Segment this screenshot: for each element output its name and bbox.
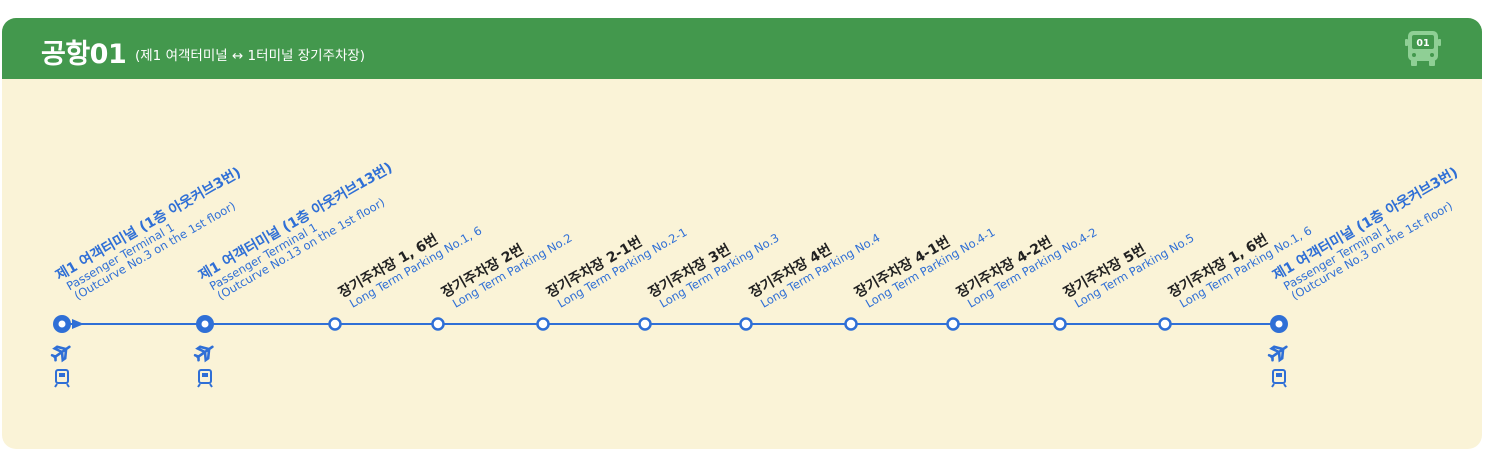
major-stop-center [201,320,209,328]
train-legs [54,383,70,388]
train-icon [1271,369,1287,388]
train-body [198,369,212,384]
train-icon [197,369,213,388]
route-card: 공항01 (제1 여객터미널 ↔ 1터미널 장기주차장) 01 [2,18,1482,449]
airplane-icon [50,345,71,363]
route-description: (제1 여객터미널 ↔ 1터미널 장기주차장) [135,48,366,64]
train-icon [54,369,70,388]
stop-marker[interactable] [638,317,652,331]
airplane-icon [193,345,214,363]
train-body [1272,369,1286,384]
major-stop-center [1275,320,1283,328]
stop-marker[interactable] [1053,317,1067,331]
stop-marker[interactable] [844,317,858,331]
airplane-shape [50,345,71,363]
bus-icon: 01 [1405,31,1441,66]
train-window [59,373,65,377]
train-legs [1271,383,1287,388]
route-header: 공항01 (제1 여객터미널 ↔ 1터미널 장기주차장) 01 [2,18,1482,79]
bus-badge-label: 01 [1416,38,1429,49]
stop-marker[interactable] [328,317,342,331]
stop-marker[interactable] [431,317,445,331]
train-window [1276,373,1282,377]
train-legs [197,383,213,388]
direction-arrow-icon [72,319,84,329]
stop-marker[interactable] [1158,317,1172,331]
stop-marker[interactable] [536,317,550,331]
airplane-shape [1267,345,1288,363]
train-window [202,373,208,377]
airplane-shape [193,345,214,363]
stop-marker[interactable] [946,317,960,331]
airplane-icon [1267,345,1288,363]
train-body [55,369,69,384]
route-title: 공항01 [41,39,127,70]
stop-marker[interactable] [739,317,753,331]
major-stop-center [58,320,66,328]
